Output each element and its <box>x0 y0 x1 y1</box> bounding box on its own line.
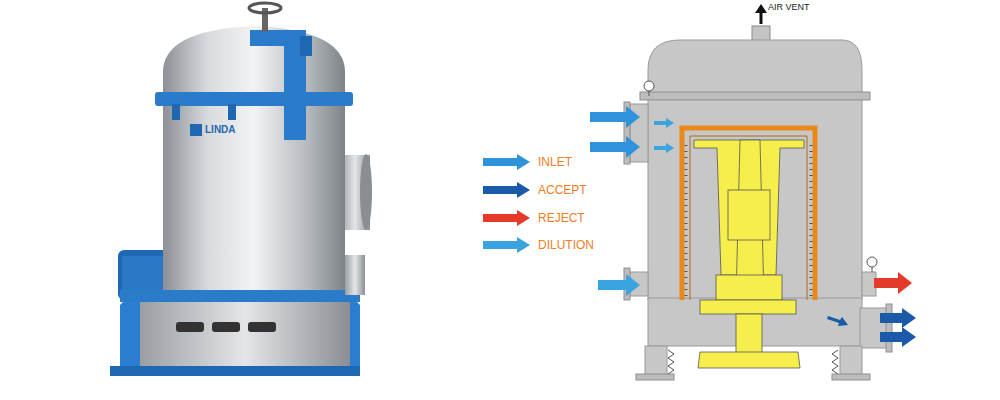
vent-label: AIR VENT <box>768 3 810 13</box>
legend-text: INLET <box>538 155 572 169</box>
legend-arrow <box>483 154 531 170</box>
legend-arrow <box>483 210 531 226</box>
legend-swatch <box>483 182 530 198</box>
legend-text: ACCEPT <box>538 183 587 197</box>
legend-swatch <box>483 154 530 170</box>
legend-arrow <box>483 182 531 198</box>
legend-swatch <box>483 210 530 226</box>
machine-photo <box>110 3 372 376</box>
brand-label: LINDA <box>205 124 236 135</box>
section-diagram <box>590 4 916 380</box>
legend-swatch <box>483 237 530 253</box>
legend-arrow <box>483 237 531 253</box>
legend-text: DILUTION <box>538 238 594 252</box>
legend-text: REJECT <box>538 211 585 225</box>
